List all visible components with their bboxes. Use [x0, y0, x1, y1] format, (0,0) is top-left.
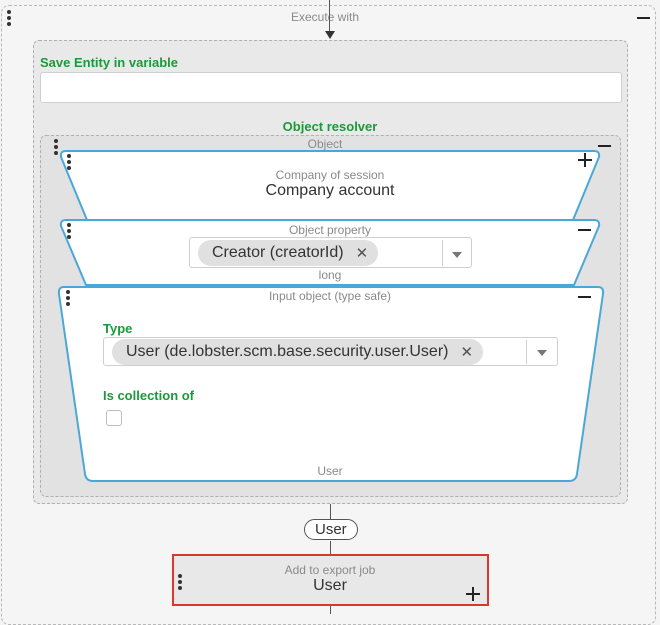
type-label: Type	[103, 321, 133, 336]
remove-chip-icon[interactable]: ✕	[355, 245, 369, 262]
input-object-footer: User	[317, 464, 343, 478]
object-resolver-label: Object resolver	[282, 119, 378, 134]
arrow-down-icon	[325, 31, 335, 39]
type-chip-text: User (de.lobster.scm.base.security.user.…	[126, 343, 449, 360]
collection-label: Is collection of	[103, 388, 195, 403]
drag-handle-icon[interactable]	[6, 10, 12, 26]
connector-pill: User	[304, 519, 358, 540]
object-section-label: Object	[307, 137, 343, 151]
drag-handle-icon[interactable]	[66, 223, 72, 239]
connector-line	[330, 541, 331, 555]
collapse-icon[interactable]	[578, 229, 591, 231]
save-entity-input[interactable]	[40, 72, 622, 103]
drag-handle-icon[interactable]	[66, 154, 72, 170]
input-object-label: Input object (type safe)	[268, 289, 392, 303]
company-subtitle: Company of session	[275, 168, 385, 182]
drag-handle-icon[interactable]	[53, 139, 59, 155]
type-select[interactable]: User (de.lobster.scm.base.security.user.…	[103, 337, 558, 366]
collection-checkbox[interactable]	[106, 410, 122, 426]
select-separator	[526, 340, 527, 364]
execute-with-label: Execute with	[290, 10, 360, 24]
property-type-hint: long	[318, 268, 342, 282]
chevron-down-icon[interactable]	[537, 350, 547, 356]
drag-handle-icon[interactable]	[177, 574, 183, 590]
property-chip-text: Creator (creatorId)	[212, 244, 344, 261]
add-icon[interactable]	[578, 153, 592, 167]
export-job-node[interactable]	[172, 554, 489, 606]
collapse-icon[interactable]	[578, 296, 591, 298]
connector-line	[329, 0, 330, 32]
object-property-label: Object property	[288, 223, 372, 237]
chevron-down-icon[interactable]	[452, 252, 462, 258]
object-property-select[interactable]: Creator (creatorId) ✕	[189, 237, 472, 268]
connector-line	[330, 606, 331, 614]
add-icon[interactable]	[466, 587, 480, 601]
property-chip: Creator (creatorId) ✕	[198, 240, 379, 266]
input-object-node-shape	[57, 286, 605, 482]
drag-handle-icon[interactable]	[65, 290, 71, 306]
connector-line	[330, 504, 331, 520]
collapse-icon[interactable]	[598, 145, 611, 147]
collapse-icon[interactable]	[637, 17, 650, 19]
select-separator	[442, 240, 443, 266]
save-entity-label: Save Entity in variable	[40, 55, 179, 70]
type-chip: User (de.lobster.scm.base.security.user.…	[112, 339, 484, 365]
remove-chip-icon[interactable]: ✕	[460, 344, 474, 361]
export-job-title: User	[313, 577, 347, 594]
company-title: Company account	[265, 182, 395, 199]
export-job-subtitle: Add to export job	[284, 563, 376, 577]
